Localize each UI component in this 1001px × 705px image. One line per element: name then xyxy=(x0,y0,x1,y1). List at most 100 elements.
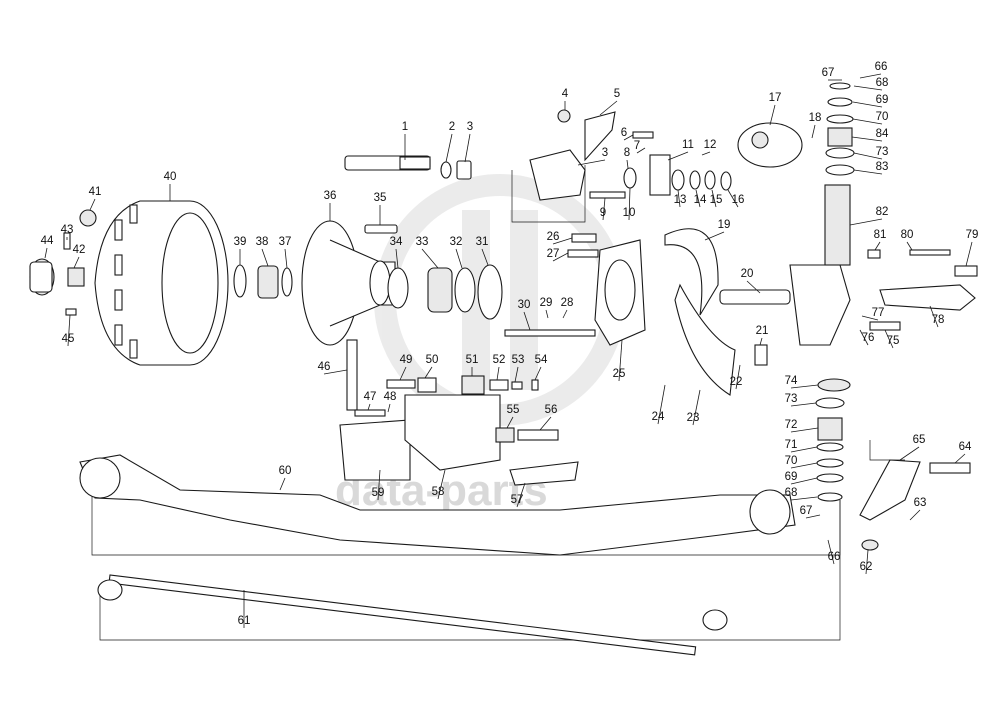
callout-c73a: 73 xyxy=(876,146,889,158)
leader-line-c75 xyxy=(884,329,894,349)
leader-line-c49 xyxy=(399,366,407,381)
leader-line-c65 xyxy=(899,446,920,461)
brake-shoe xyxy=(339,394,579,486)
callout-c40: 40 xyxy=(164,171,177,183)
leader-line-c45 xyxy=(67,314,71,347)
leader-line-c76 xyxy=(859,329,869,346)
steering-knuckle xyxy=(719,264,851,346)
callout-c13: 13 xyxy=(674,194,687,206)
callout-c64: 64 xyxy=(959,441,972,453)
callout-c3b: 3 xyxy=(602,147,608,159)
ring-70a xyxy=(826,114,854,124)
ring-13 xyxy=(671,169,685,191)
clip-50 xyxy=(417,377,437,393)
bolt-26 xyxy=(571,233,597,243)
leader-line-c60 xyxy=(279,477,286,491)
callout-c46: 46 xyxy=(318,361,331,373)
leader-line-c74 xyxy=(790,384,819,389)
bolt-79 xyxy=(954,265,978,277)
callout-c61: 61 xyxy=(238,615,251,627)
assembly-lines xyxy=(91,165,905,641)
leader-line-c69a xyxy=(852,101,883,108)
callout-c28: 28 xyxy=(561,297,574,309)
leader-line-c56 xyxy=(539,416,552,431)
dust-shield-23 xyxy=(674,283,736,396)
callout-c68a: 68 xyxy=(876,77,889,89)
leader-line-c6 xyxy=(623,134,634,141)
wheel-nut xyxy=(79,209,97,227)
callout-c9: 9 xyxy=(600,207,606,219)
ring-32 xyxy=(454,267,476,313)
nut-62 xyxy=(861,539,879,551)
leader-line-c71 xyxy=(790,446,818,453)
leader-line-c30 xyxy=(523,311,531,331)
leader-line-c67b xyxy=(805,514,821,519)
leader-line-c47 xyxy=(367,403,371,411)
leader-line-c15 xyxy=(711,189,717,208)
ring-69a xyxy=(827,97,853,107)
callout-c11: 11 xyxy=(682,139,694,151)
callout-c15: 15 xyxy=(710,194,723,206)
callout-c5: 5 xyxy=(614,88,620,100)
callout-c8: 8 xyxy=(624,147,630,159)
cam-bracket xyxy=(529,111,616,201)
leader-line-c34 xyxy=(395,248,399,269)
drum-screw xyxy=(65,308,77,316)
leader-line-c10 xyxy=(628,187,631,221)
leader-line-c37 xyxy=(284,248,288,269)
leader-line-c14 xyxy=(695,189,701,208)
callout-c25: 25 xyxy=(613,368,626,380)
bolt-9 xyxy=(589,191,626,199)
slack-adjuster-11 xyxy=(649,154,671,196)
callout-c76: 76 xyxy=(862,332,875,344)
callout-c74: 74 xyxy=(785,375,798,387)
callout-c49: 49 xyxy=(400,354,413,366)
leader-line-c77 xyxy=(861,315,879,321)
leader-line-c50 xyxy=(424,366,433,379)
callout-c2: 2 xyxy=(449,121,455,133)
callout-c69a: 69 xyxy=(876,94,889,106)
callout-c36: 36 xyxy=(324,190,337,202)
callout-c31: 31 xyxy=(476,236,489,248)
dust-shield-19 xyxy=(664,228,719,316)
leader-line-c59 xyxy=(377,469,381,501)
callout-c83: 83 xyxy=(876,161,889,173)
callout-c39: 39 xyxy=(234,236,247,248)
ring-37 xyxy=(281,267,293,297)
roller-51 xyxy=(461,375,485,395)
callout-c81: 81 xyxy=(874,229,887,241)
callout-c73b: 73 xyxy=(785,393,798,405)
callout-c63: 63 xyxy=(914,497,927,509)
bush-84 xyxy=(827,127,853,147)
callout-c79: 79 xyxy=(966,229,979,241)
leader-line-c68a xyxy=(853,85,883,91)
callout-c58: 58 xyxy=(432,486,445,498)
bolt-81 xyxy=(867,249,881,259)
hub-cap xyxy=(29,258,55,296)
pin-80 xyxy=(909,249,951,256)
callout-c45: 45 xyxy=(62,333,75,345)
callout-c1: 1 xyxy=(402,121,408,133)
leader-line-c81 xyxy=(874,241,881,251)
callout-c29: 29 xyxy=(540,297,553,309)
nut-3 xyxy=(456,160,472,180)
callout-c4: 4 xyxy=(562,88,569,100)
leader-line-c16 xyxy=(727,189,739,208)
callout-c55: 55 xyxy=(507,404,520,416)
bearing-74 xyxy=(817,378,851,392)
ring-8 xyxy=(623,167,637,189)
brake-chamber xyxy=(737,122,803,168)
front-axle-beam xyxy=(79,454,796,556)
callout-c16: 16 xyxy=(732,194,745,206)
hub-nut xyxy=(67,267,85,287)
callout-c53: 53 xyxy=(512,354,525,366)
nut-4 xyxy=(557,109,571,123)
callout-c23: 23 xyxy=(687,412,700,424)
leader-line-c33 xyxy=(421,248,439,269)
washer-2 xyxy=(440,161,452,179)
axle-shaft xyxy=(344,155,431,171)
leader-line-c69b xyxy=(790,477,818,485)
callout-c33: 33 xyxy=(416,236,429,248)
leader-line-c79 xyxy=(965,241,973,267)
